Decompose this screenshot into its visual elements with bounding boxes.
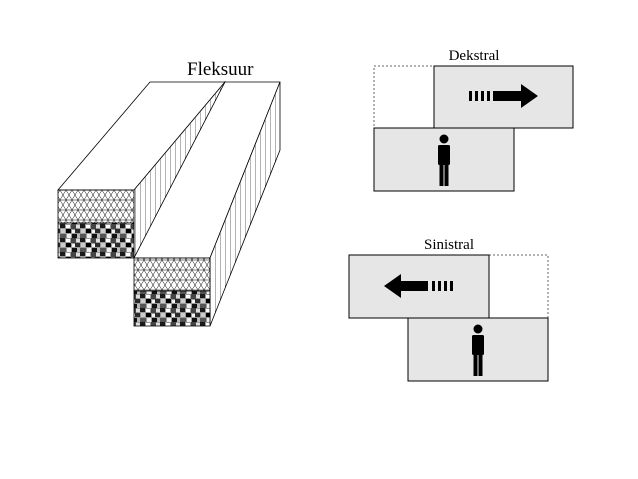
sinistral-original-position [488, 254, 549, 319]
dashed-arrow-right-icon [469, 84, 538, 108]
left-block-upper-layer [57, 189, 135, 224]
person-icon [472, 324, 484, 376]
sinistral-title: Sinistral [424, 237, 474, 253]
fleksuur-diagram: Fleksuur [57, 59, 281, 327]
dextral-diagram: Dekstral [373, 48, 574, 192]
fleksuur-title: Fleksuur [187, 59, 254, 80]
dextral-title: Dekstral [449, 48, 500, 64]
dashed-arrow-left-icon [384, 274, 453, 298]
right-fault-block [133, 81, 281, 327]
left-block-lower-layer [57, 222, 135, 259]
sinistral-diagram: Sinistral [348, 237, 549, 382]
right-block-upper-layer [133, 257, 211, 292]
person-icon [438, 134, 450, 186]
right-block-lower-layer [133, 290, 211, 327]
dextral-original-position [373, 65, 435, 129]
